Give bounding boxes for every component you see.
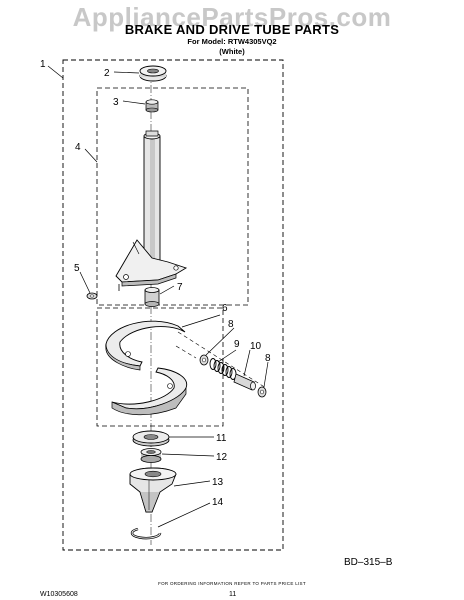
callout-3: 3 [113,97,119,108]
snap-ring-part [130,527,162,540]
page-number: 11 [229,591,237,598]
retainer-part [132,430,170,447]
callout-4: 4 [75,142,81,153]
bushing-part [144,287,160,307]
watermark: AppliancePartsPros.com [72,2,392,32]
hub-ring-part [140,448,162,463]
callout-9: 9 [234,339,240,350]
clip-part [86,292,98,300]
drive-tube-part [115,130,188,291]
callout-8-left: 8 [228,319,234,330]
callout-13: 13 [212,477,224,488]
spring-part [209,358,237,380]
callout-8-right: 8 [265,353,271,364]
diagram-code: BD–315–B [344,557,393,568]
callout-10: 10 [250,341,262,352]
callout-7: 7 [177,282,183,293]
washer-part-left [199,354,209,366]
callout-1: 1 [40,59,46,70]
brake-shoe-lower [111,367,188,416]
pin-part [233,373,256,391]
seal-part [145,99,159,113]
brake-shoe-group-box [96,307,224,427]
spring-guide-dashes [175,331,267,389]
color-line: (White) [219,47,245,56]
bearing-part [139,65,167,82]
page-title: BRAKE AND DRIVE TUBE PARTS [124,22,340,37]
document-number: W10305608 [40,591,78,598]
drive-tube-group-box [96,87,249,306]
ordering-note: FOR ORDERING INFORMATION REFER TO PARTS … [158,581,306,586]
leader-lines [47,65,269,528]
model-line: For Model: RTW4305VQ2 [187,37,277,46]
callout-12: 12 [216,452,228,463]
assembly-boundary [62,59,284,551]
callout-14: 14 [212,497,224,508]
brake-cam-part [129,467,177,513]
callout-2: 2 [104,68,110,79]
callout-6: 6 [222,303,228,314]
washer-part-right [257,386,267,398]
callout-5: 5 [74,263,80,274]
callout-11: 11 [216,433,227,444]
brake-shoe-upper [105,320,186,371]
